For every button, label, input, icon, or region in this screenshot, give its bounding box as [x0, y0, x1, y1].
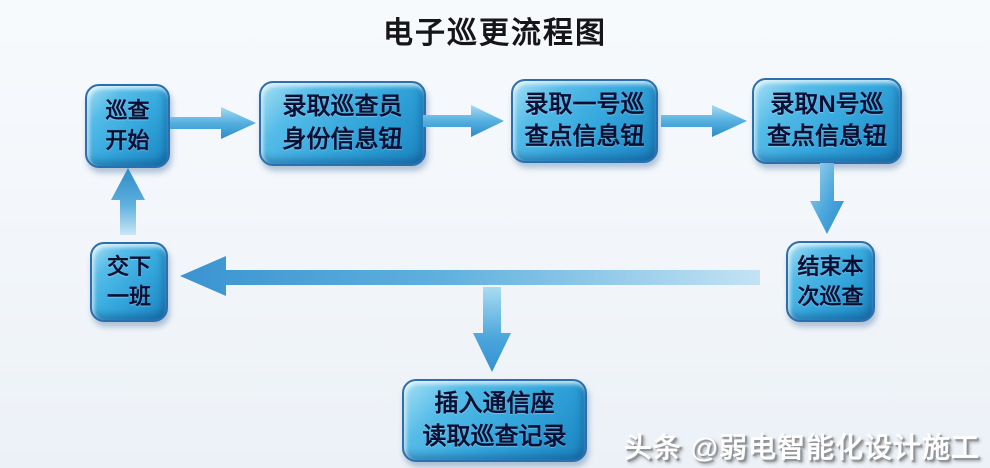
- watermark-text: 头条 @弱电智能化设计施工: [623, 432, 980, 463]
- node-label-line: 录取一号巡: [524, 90, 645, 118]
- node-label-line: 一班: [106, 284, 151, 309]
- left-arrow-icon: [180, 256, 760, 296]
- node-label-line: 插入通信座: [434, 390, 555, 418]
- flow-node-record-officer: 录取巡查员 身份信息钮: [259, 81, 426, 166]
- node-label-line: 查点信息钮: [524, 123, 645, 150]
- node-label-line: 次巡查: [797, 283, 864, 309]
- right-arrow-icon: [423, 105, 504, 137]
- down-arrow-icon: [473, 287, 511, 372]
- right-arrow-icon: [661, 105, 747, 137]
- right-arrow-icon: [170, 107, 256, 139]
- flow-node-record-point-n: 录取N号巡 查点信息钮: [752, 78, 902, 164]
- node-label-line: 巡查: [105, 98, 150, 124]
- flow-node-end-patrol: 结束本 次巡查: [786, 241, 875, 322]
- flow-node-read-records: 插入通信座 读取巡查记录: [402, 379, 587, 462]
- node-label-line: 结束本: [797, 253, 864, 279]
- flow-node-handover: 交下 一班: [90, 242, 168, 322]
- node-label-line: 身份信息钮: [282, 125, 403, 153]
- node-label-line: 查点信息钮: [767, 123, 887, 150]
- node-label-line: 录取巡查员: [282, 93, 403, 121]
- node-label-line: 交下: [106, 254, 151, 280]
- flow-node-start: 巡查 开始: [85, 84, 170, 168]
- node-label-line: 读取巡查记录: [422, 422, 567, 450]
- node-label-line: 开始: [105, 128, 150, 153]
- page-title: 电子巡更流程图: [383, 17, 607, 50]
- flow-node-record-point-1: 录取一号巡 查点信息钮: [511, 79, 658, 163]
- up-arrow-icon: [111, 168, 145, 235]
- node-label-line: 录取N号巡: [770, 90, 884, 118]
- down-arrow-icon: [810, 163, 844, 234]
